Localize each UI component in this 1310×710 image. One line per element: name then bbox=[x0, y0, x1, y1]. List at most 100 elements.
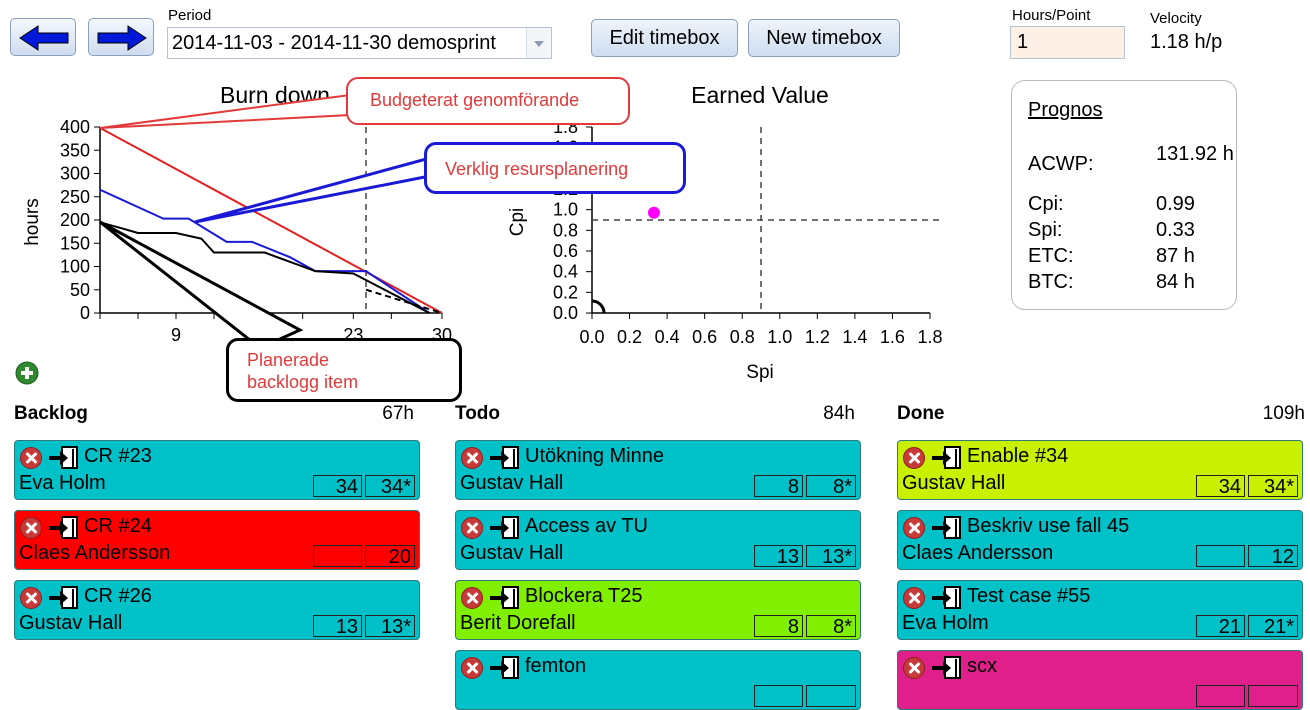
new-timebox-button[interactable]: New timebox bbox=[748, 19, 900, 57]
hours-point-input[interactable] bbox=[1010, 26, 1125, 59]
burndown-ytick-label: 0 bbox=[80, 303, 90, 323]
ev-ytick-label: 0.0 bbox=[553, 303, 578, 323]
delete-icon[interactable] bbox=[903, 517, 925, 539]
task-card[interactable]: femton bbox=[455, 650, 861, 710]
task-card[interactable]: scx bbox=[897, 650, 1303, 710]
delete-icon[interactable] bbox=[903, 657, 925, 679]
ev-ytick-label: 1.0 bbox=[553, 200, 578, 220]
move-icon[interactable] bbox=[48, 446, 82, 475]
column-hours: 109h bbox=[1262, 403, 1305, 424]
ev-ylabel: Cpi bbox=[507, 208, 528, 237]
burndown-xtick-label: 9 bbox=[171, 325, 181, 345]
move-icon[interactable] bbox=[931, 446, 965, 475]
task-estimate[interactable]: 8 bbox=[754, 615, 803, 638]
task-assignee: Eva Holm bbox=[902, 612, 989, 634]
task-title: CR #24 bbox=[84, 515, 152, 537]
task-title: CR #23 bbox=[84, 445, 152, 467]
move-icon[interactable] bbox=[931, 516, 965, 545]
task-estimate[interactable]: 13 bbox=[754, 545, 803, 568]
task-estimate[interactable] bbox=[1196, 685, 1245, 707]
task-estimate[interactable] bbox=[1196, 545, 1245, 567]
back-button[interactable] bbox=[10, 18, 76, 56]
callout-pointer-budget bbox=[99, 93, 351, 129]
task-remaining[interactable]: 8* bbox=[806, 615, 856, 638]
move-icon[interactable] bbox=[931, 586, 965, 615]
task-remaining[interactable]: 20 bbox=[365, 545, 415, 568]
task-remaining[interactable] bbox=[1248, 685, 1298, 707]
task-estimate[interactable] bbox=[313, 545, 362, 567]
burndown-ylabel: hours bbox=[22, 198, 43, 246]
task-remaining[interactable] bbox=[806, 685, 856, 707]
task-estimate[interactable]: 13 bbox=[313, 615, 362, 638]
ev-ytick-label: 0.8 bbox=[553, 220, 578, 240]
move-icon[interactable] bbox=[489, 446, 523, 475]
burndown-ytick-label: 250 bbox=[60, 187, 90, 207]
delete-icon[interactable] bbox=[20, 517, 42, 539]
task-remaining[interactable]: 8* bbox=[806, 475, 856, 498]
move-icon[interactable] bbox=[48, 516, 82, 545]
delete-icon[interactable] bbox=[903, 447, 925, 469]
prognos-panel: Prognos ACWP: 131.92 h Cpi: 0.99 Spi: 0.… bbox=[1011, 80, 1237, 310]
move-icon[interactable] bbox=[489, 586, 523, 615]
burndown-ytick-label: 400 bbox=[60, 117, 90, 137]
move-icon[interactable] bbox=[48, 586, 82, 615]
forward-button[interactable] bbox=[88, 18, 154, 56]
ev-xtick-label: 1.2 bbox=[805, 327, 830, 347]
move-icon[interactable] bbox=[489, 516, 523, 545]
ev-xtick-label: 1.0 bbox=[767, 327, 792, 347]
chevron-down-icon[interactable] bbox=[526, 28, 551, 58]
task-remaining[interactable]: 12 bbox=[1248, 545, 1298, 568]
task-estimate[interactable]: 34 bbox=[1196, 475, 1245, 498]
ev-xtick-label: 0.0 bbox=[579, 327, 604, 347]
task-assignee: Gustav Hall bbox=[902, 472, 1006, 494]
column-hours: 67h bbox=[382, 403, 414, 424]
move-icon[interactable] bbox=[931, 656, 965, 685]
velocity-label: Velocity bbox=[1150, 10, 1202, 27]
task-assignee: Claes Andersson bbox=[19, 542, 171, 564]
acwp-label: ACWP: bbox=[1028, 153, 1094, 175]
earned-value-chart: 0.00.20.40.60.81.01.21.41.61.80.00.20.40… bbox=[553, 117, 943, 347]
callout-backlog: Planerade backlogg item bbox=[226, 338, 462, 402]
delete-icon[interactable] bbox=[461, 447, 483, 469]
delete-icon[interactable] bbox=[461, 657, 483, 679]
delete-icon[interactable] bbox=[20, 447, 42, 469]
task-estimate[interactable]: 8 bbox=[754, 475, 803, 498]
task-remaining[interactable]: 34* bbox=[365, 475, 415, 498]
move-icon[interactable] bbox=[489, 656, 523, 685]
add-icon[interactable] bbox=[15, 361, 39, 385]
burndown-series-1 bbox=[99, 188, 430, 314]
delete-icon[interactable] bbox=[903, 587, 925, 609]
task-remaining[interactable]: 21* bbox=[1248, 615, 1298, 638]
edit-timebox-button[interactable]: Edit timebox bbox=[591, 19, 738, 57]
task-estimate[interactable] bbox=[754, 685, 803, 707]
delete-icon[interactable] bbox=[461, 517, 483, 539]
task-title: Access av TU bbox=[525, 515, 648, 537]
task-assignee: Gustav Hall bbox=[460, 542, 564, 564]
task-remaining[interactable]: 13* bbox=[806, 545, 856, 568]
arrow-left-icon bbox=[19, 25, 69, 51]
task-assignee: Claes Andersson bbox=[902, 542, 1054, 564]
delete-icon[interactable] bbox=[20, 587, 42, 609]
ev-ytick-label: 0.4 bbox=[553, 262, 578, 282]
callout-resource: Verklig resursplanering bbox=[424, 142, 686, 194]
ev-point-0 bbox=[647, 206, 660, 219]
task-remaining[interactable]: 34* bbox=[1248, 475, 1298, 498]
ev-xtick-label: 0.6 bbox=[692, 327, 717, 347]
task-estimate[interactable]: 34 bbox=[313, 475, 362, 498]
callout-pointer-resource bbox=[194, 156, 432, 224]
period-select[interactable]: 2014-11-03 - 2014-11-30 demosprint bbox=[167, 27, 552, 59]
task-remaining[interactable]: 13* bbox=[365, 615, 415, 638]
task-estimate[interactable]: 21 bbox=[1196, 615, 1245, 638]
burndown-series-0 bbox=[99, 127, 443, 314]
callout-pointers bbox=[99, 93, 432, 350]
delete-icon[interactable] bbox=[461, 587, 483, 609]
